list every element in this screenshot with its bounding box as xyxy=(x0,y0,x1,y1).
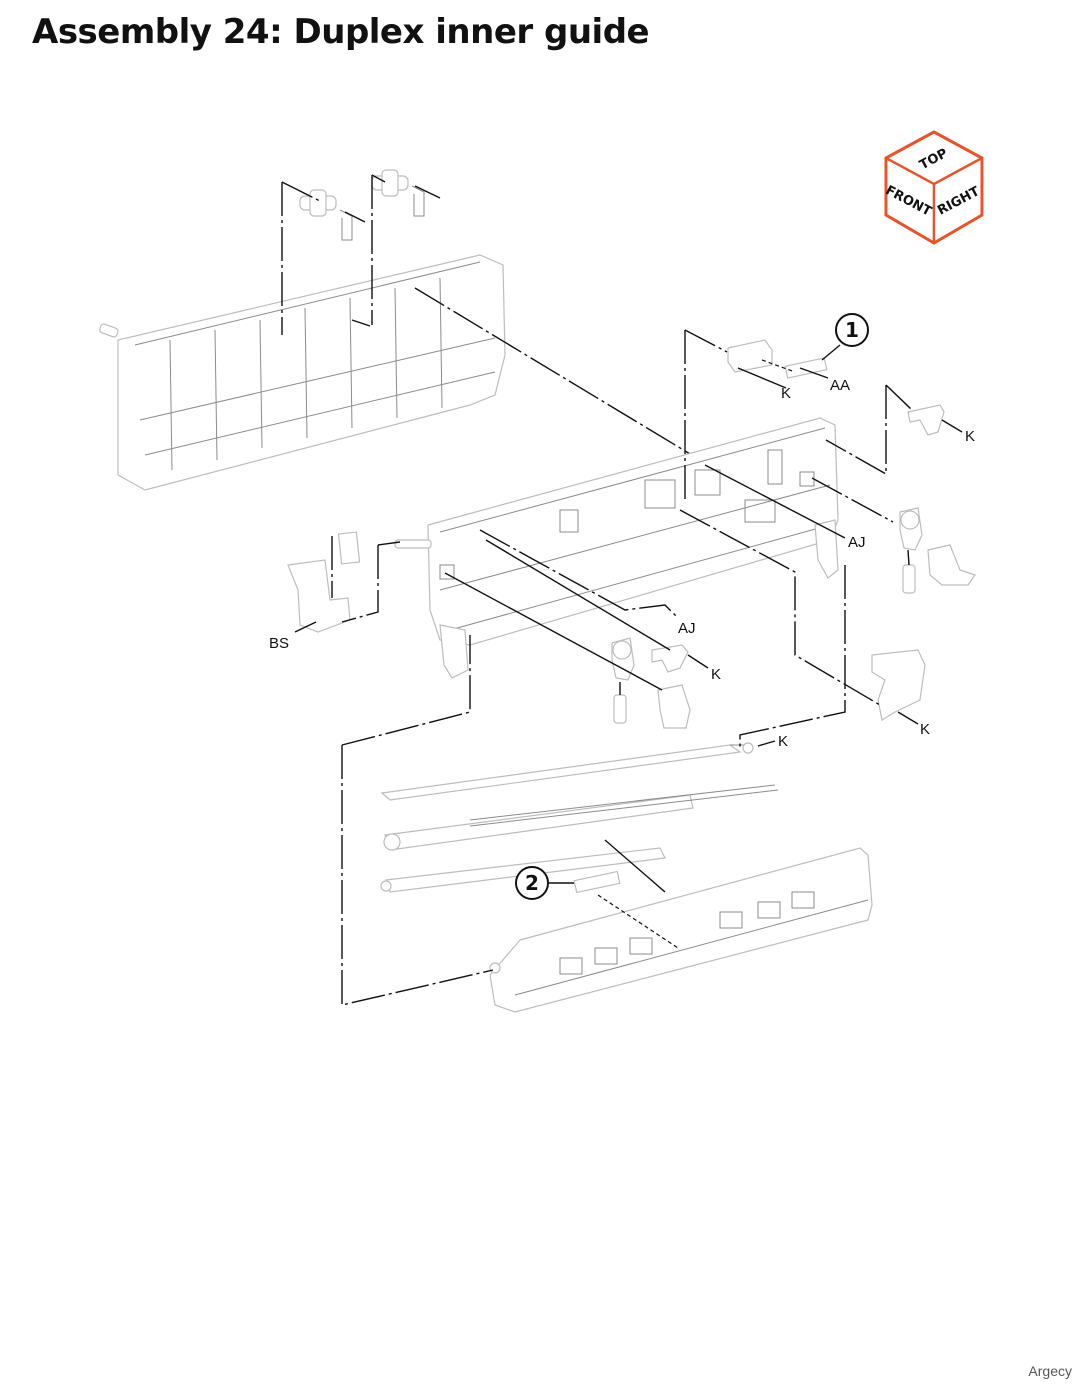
brand-footer: Argecy xyxy=(1028,1363,1072,1379)
callout-2-number: 2 xyxy=(525,871,539,895)
label-aj-center: AJ xyxy=(678,620,696,637)
label-aj-right: AJ xyxy=(848,534,866,551)
callout-1: 1 xyxy=(835,313,869,347)
sensor-part-2 xyxy=(548,870,679,949)
upper-frame-leaders xyxy=(281,174,701,461)
center-rod-and-clip xyxy=(444,529,709,729)
callout-1-number: 1 xyxy=(845,318,859,342)
sensor-bracket-assembly xyxy=(684,329,841,500)
label-bs: BS xyxy=(269,635,289,652)
bs-bracket-part xyxy=(287,531,401,633)
label-aa: AA xyxy=(830,377,850,394)
bottom-guide-plate xyxy=(341,635,873,1013)
label-k-top-bracket: K xyxy=(781,385,791,402)
page-title: Assembly 24: Duplex inner guide xyxy=(32,12,650,52)
aj-right-leader xyxy=(704,464,846,539)
right-clip-part xyxy=(825,384,963,476)
upper-guide-frame xyxy=(99,169,506,491)
callout-2: 2 xyxy=(515,866,549,900)
right-lever-assembly xyxy=(811,477,976,594)
label-k-rod: K xyxy=(778,733,788,750)
label-k-right-clip: K xyxy=(965,428,975,445)
label-k-lower-right: K xyxy=(920,721,930,738)
label-k-center: K xyxy=(711,666,721,683)
orientation-cube: TOP FRONT RIGHT xyxy=(883,130,984,245)
lower-right-bracket xyxy=(679,509,926,725)
main-guide-frame xyxy=(394,417,839,679)
